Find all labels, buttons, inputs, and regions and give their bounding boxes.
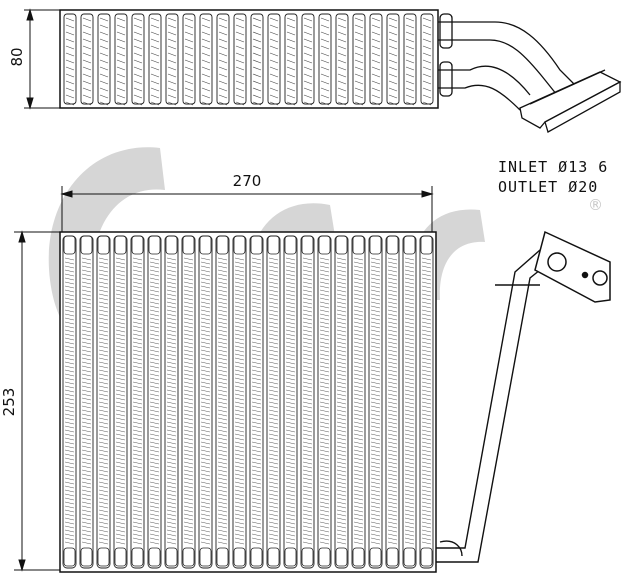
front-core-tubes	[62, 235, 434, 569]
top-core-fins	[63, 13, 434, 106]
top-fin	[131, 13, 145, 106]
front-tube	[215, 235, 230, 569]
top-fin	[318, 13, 332, 106]
top-fin	[386, 13, 400, 106]
top-view: 80	[8, 8, 622, 133]
top-fin	[148, 13, 162, 106]
front-tube	[181, 235, 196, 569]
top-fin	[369, 13, 383, 106]
inlet-spec: INLET Ø13 6	[498, 158, 608, 176]
dimension-253-label: 253	[0, 388, 18, 417]
front-tube	[385, 235, 400, 569]
dimension-270	[60, 186, 434, 232]
front-tube	[334, 235, 349, 569]
front-tube	[79, 235, 94, 569]
dimension-80-label: 80	[8, 47, 26, 66]
top-fin	[63, 13, 77, 106]
front-tube	[164, 235, 179, 569]
top-fin	[80, 13, 94, 106]
top-fin	[403, 13, 417, 106]
front-tube	[351, 235, 366, 569]
dimension-253	[14, 230, 62, 572]
front-tube	[232, 235, 247, 569]
top-flange	[519, 69, 622, 133]
front-tube	[368, 235, 383, 569]
front-tube	[419, 235, 434, 569]
registered-mark: ®	[588, 196, 603, 214]
top-fin	[352, 13, 366, 106]
top-pipes	[438, 13, 586, 111]
top-fin	[301, 13, 315, 106]
dimension-270-label: 270	[233, 172, 262, 190]
outlet-spec: OUTLET Ø20	[498, 178, 598, 196]
top-fin	[233, 13, 247, 106]
front-tube	[147, 235, 162, 569]
front-tube	[300, 235, 315, 569]
front-tube	[266, 235, 281, 569]
top-fin	[165, 13, 179, 106]
top-fin	[216, 13, 230, 106]
dimension-80	[24, 8, 60, 110]
top-core-outline	[59, 9, 439, 109]
top-fin	[420, 13, 434, 106]
top-fin	[114, 13, 128, 106]
front-tube	[113, 235, 128, 569]
top-fin	[250, 13, 264, 106]
front-tube	[96, 235, 111, 569]
front-tube	[402, 235, 417, 569]
front-tube	[198, 235, 213, 569]
top-fin	[97, 13, 111, 106]
front-view: 270 253	[0, 172, 611, 573]
top-fin	[182, 13, 196, 106]
top-fin	[335, 13, 349, 106]
front-flange	[534, 230, 611, 303]
front-tube	[130, 235, 145, 569]
front-pipes	[436, 249, 556, 563]
front-tube	[283, 235, 298, 569]
top-fin	[284, 13, 298, 106]
front-tube	[62, 235, 77, 569]
top-fin	[199, 13, 213, 106]
top-fin	[267, 13, 281, 106]
front-tube	[249, 235, 264, 569]
front-tube	[317, 235, 332, 569]
